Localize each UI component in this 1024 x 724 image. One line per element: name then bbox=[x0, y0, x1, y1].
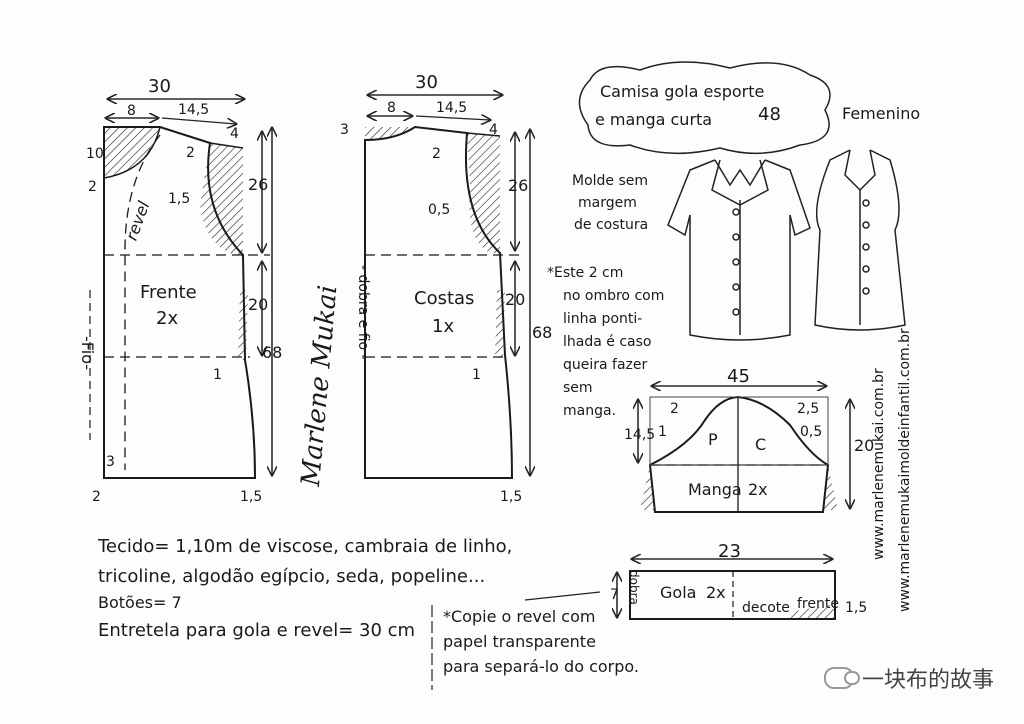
front-3-label: 3 bbox=[106, 454, 115, 470]
shoulder-note-5: queira fazer bbox=[563, 357, 648, 373]
fabric-line-3: Botões= 7 bbox=[98, 593, 182, 612]
front-20-label: 20 bbox=[248, 295, 269, 314]
sleeve-1-label: 1 bbox=[658, 424, 667, 440]
shirt-front-illustration bbox=[667, 159, 811, 341]
sleeve-2-label: 2 bbox=[670, 401, 679, 417]
collar-width-label: 23 bbox=[718, 541, 741, 562]
sleeve-name-label: Manga bbox=[688, 480, 742, 499]
front-shoulder-4-label: 4 bbox=[230, 126, 239, 142]
back-20-label: 20 bbox=[505, 290, 526, 309]
collar-name-label: Gola bbox=[660, 583, 697, 602]
brand-text: 一块布的故事 bbox=[861, 668, 994, 693]
sleeve-c-label: C bbox=[755, 435, 767, 454]
sleeve-25-label: 2,5 bbox=[797, 401, 820, 417]
back-05-label: 0,5 bbox=[428, 202, 451, 218]
mold-note-3: de costura bbox=[574, 217, 649, 233]
copy-note-1: *Copie o revel com bbox=[443, 607, 596, 626]
back-dimensions bbox=[368, 95, 530, 475]
shoulder-note-6: sem bbox=[563, 380, 593, 396]
back-piece bbox=[364, 125, 520, 479]
title-size: 48 bbox=[758, 104, 781, 125]
copy-note-2: papel transparente bbox=[443, 632, 596, 651]
back-3-label: 3 bbox=[340, 122, 349, 138]
back-shoulder-width-label: 14,5 bbox=[436, 100, 468, 116]
front-piece bbox=[89, 126, 270, 479]
sleeve-dimensions bbox=[638, 386, 850, 508]
back-68-label: 68 bbox=[532, 323, 553, 342]
sleeve-20-label: 20 bbox=[854, 436, 875, 455]
title-cloud bbox=[578, 61, 831, 155]
url-1: www.marlenemukai.com.br bbox=[871, 368, 887, 560]
front-15-label: 1,5 bbox=[240, 489, 263, 505]
back-4-label: 4 bbox=[489, 122, 498, 138]
front-2-label: 2 bbox=[92, 489, 101, 505]
sleeve-piece bbox=[640, 395, 838, 513]
sleeve-05-label: 0,5 bbox=[800, 424, 823, 440]
back-width-label: 30 bbox=[415, 72, 438, 93]
shirt-back-illustration bbox=[814, 149, 906, 331]
shoulder-note-2: no ombro com bbox=[563, 288, 665, 304]
shoulder-note-4: lhada é caso bbox=[563, 334, 652, 350]
shoulder-note-1: *Este 2 cm bbox=[547, 265, 624, 281]
collar-piece bbox=[629, 570, 836, 620]
fabric-line-1: Tecido= 1,10m de viscose, cambraia de li… bbox=[98, 536, 513, 557]
back-neck-width-label: 8 bbox=[387, 100, 396, 116]
back-15-label: 1,5 bbox=[500, 489, 523, 505]
back-name-label: Costas bbox=[414, 288, 475, 309]
front-1-label: 1 bbox=[213, 367, 222, 383]
chat-bubble-icon bbox=[823, 667, 860, 689]
collar-15-label: 1,5 bbox=[845, 600, 868, 616]
title-line1: Camisa gola esporte bbox=[600, 82, 765, 101]
front-armhole-label: 1,5 bbox=[168, 191, 191, 207]
front-width-label: 30 bbox=[148, 76, 171, 97]
front-26-label: 26 bbox=[248, 175, 269, 194]
collar-front-label: frente bbox=[797, 596, 839, 612]
back-26-label: 26 bbox=[508, 176, 529, 195]
brand-watermark: 一块布的故事 bbox=[823, 662, 994, 694]
mold-note-2: margem bbox=[578, 195, 637, 211]
collar-7-label: 7 bbox=[610, 587, 619, 603]
front-neck-depth-label: 10 bbox=[86, 146, 104, 162]
collar-neckline-label: decote bbox=[742, 600, 790, 616]
front-dimensions bbox=[106, 99, 272, 475]
sleeve-145-label: 14,5 bbox=[624, 427, 656, 443]
back-count-label: 1x bbox=[432, 316, 455, 337]
back-fold-label: - dobra e fio - bbox=[355, 265, 371, 360]
copy-note-3: para separá-lo do corpo. bbox=[443, 657, 639, 676]
fabric-line-4: Entretela para gola e revel= 30 cm bbox=[98, 620, 416, 641]
sleeve-width-label: 45 bbox=[727, 366, 750, 387]
sleeve-p-label: P bbox=[708, 430, 718, 449]
fabric-line-2: tricoline, algodão egípcio, seda, popeli… bbox=[98, 566, 486, 587]
sleeve-count-label: 2x bbox=[748, 480, 768, 499]
front-side-2-label: 2 bbox=[88, 179, 97, 195]
mold-note-1: Molde sem bbox=[572, 173, 649, 189]
front-68-label: 68 bbox=[262, 343, 283, 362]
url-2: www.marlenemukaimoldeinfantil.com.br bbox=[897, 328, 913, 612]
front-shoulder-width-label: 14,5 bbox=[178, 102, 210, 118]
front-count-label: 2x bbox=[156, 308, 179, 329]
back-1-label: 1 bbox=[472, 367, 481, 383]
collar-dimensions bbox=[617, 559, 832, 617]
front-name-label: Frente bbox=[140, 282, 197, 303]
front-neck-width-label: 8 bbox=[127, 103, 136, 119]
title-line2: e manga curta bbox=[595, 110, 713, 129]
collar-fold-label: dobra bbox=[627, 570, 641, 605]
collar-count-label: 2x bbox=[706, 583, 726, 602]
back-2-label: 2 bbox=[432, 146, 441, 162]
front-neck-drop-label: 2 bbox=[186, 145, 195, 161]
front-grain-label: -Fio- bbox=[78, 335, 98, 371]
shoulder-note-7: manga. bbox=[563, 403, 617, 419]
gender-label: Femenino bbox=[842, 104, 921, 123]
shoulder-note-3: linha ponti- bbox=[563, 311, 643, 327]
